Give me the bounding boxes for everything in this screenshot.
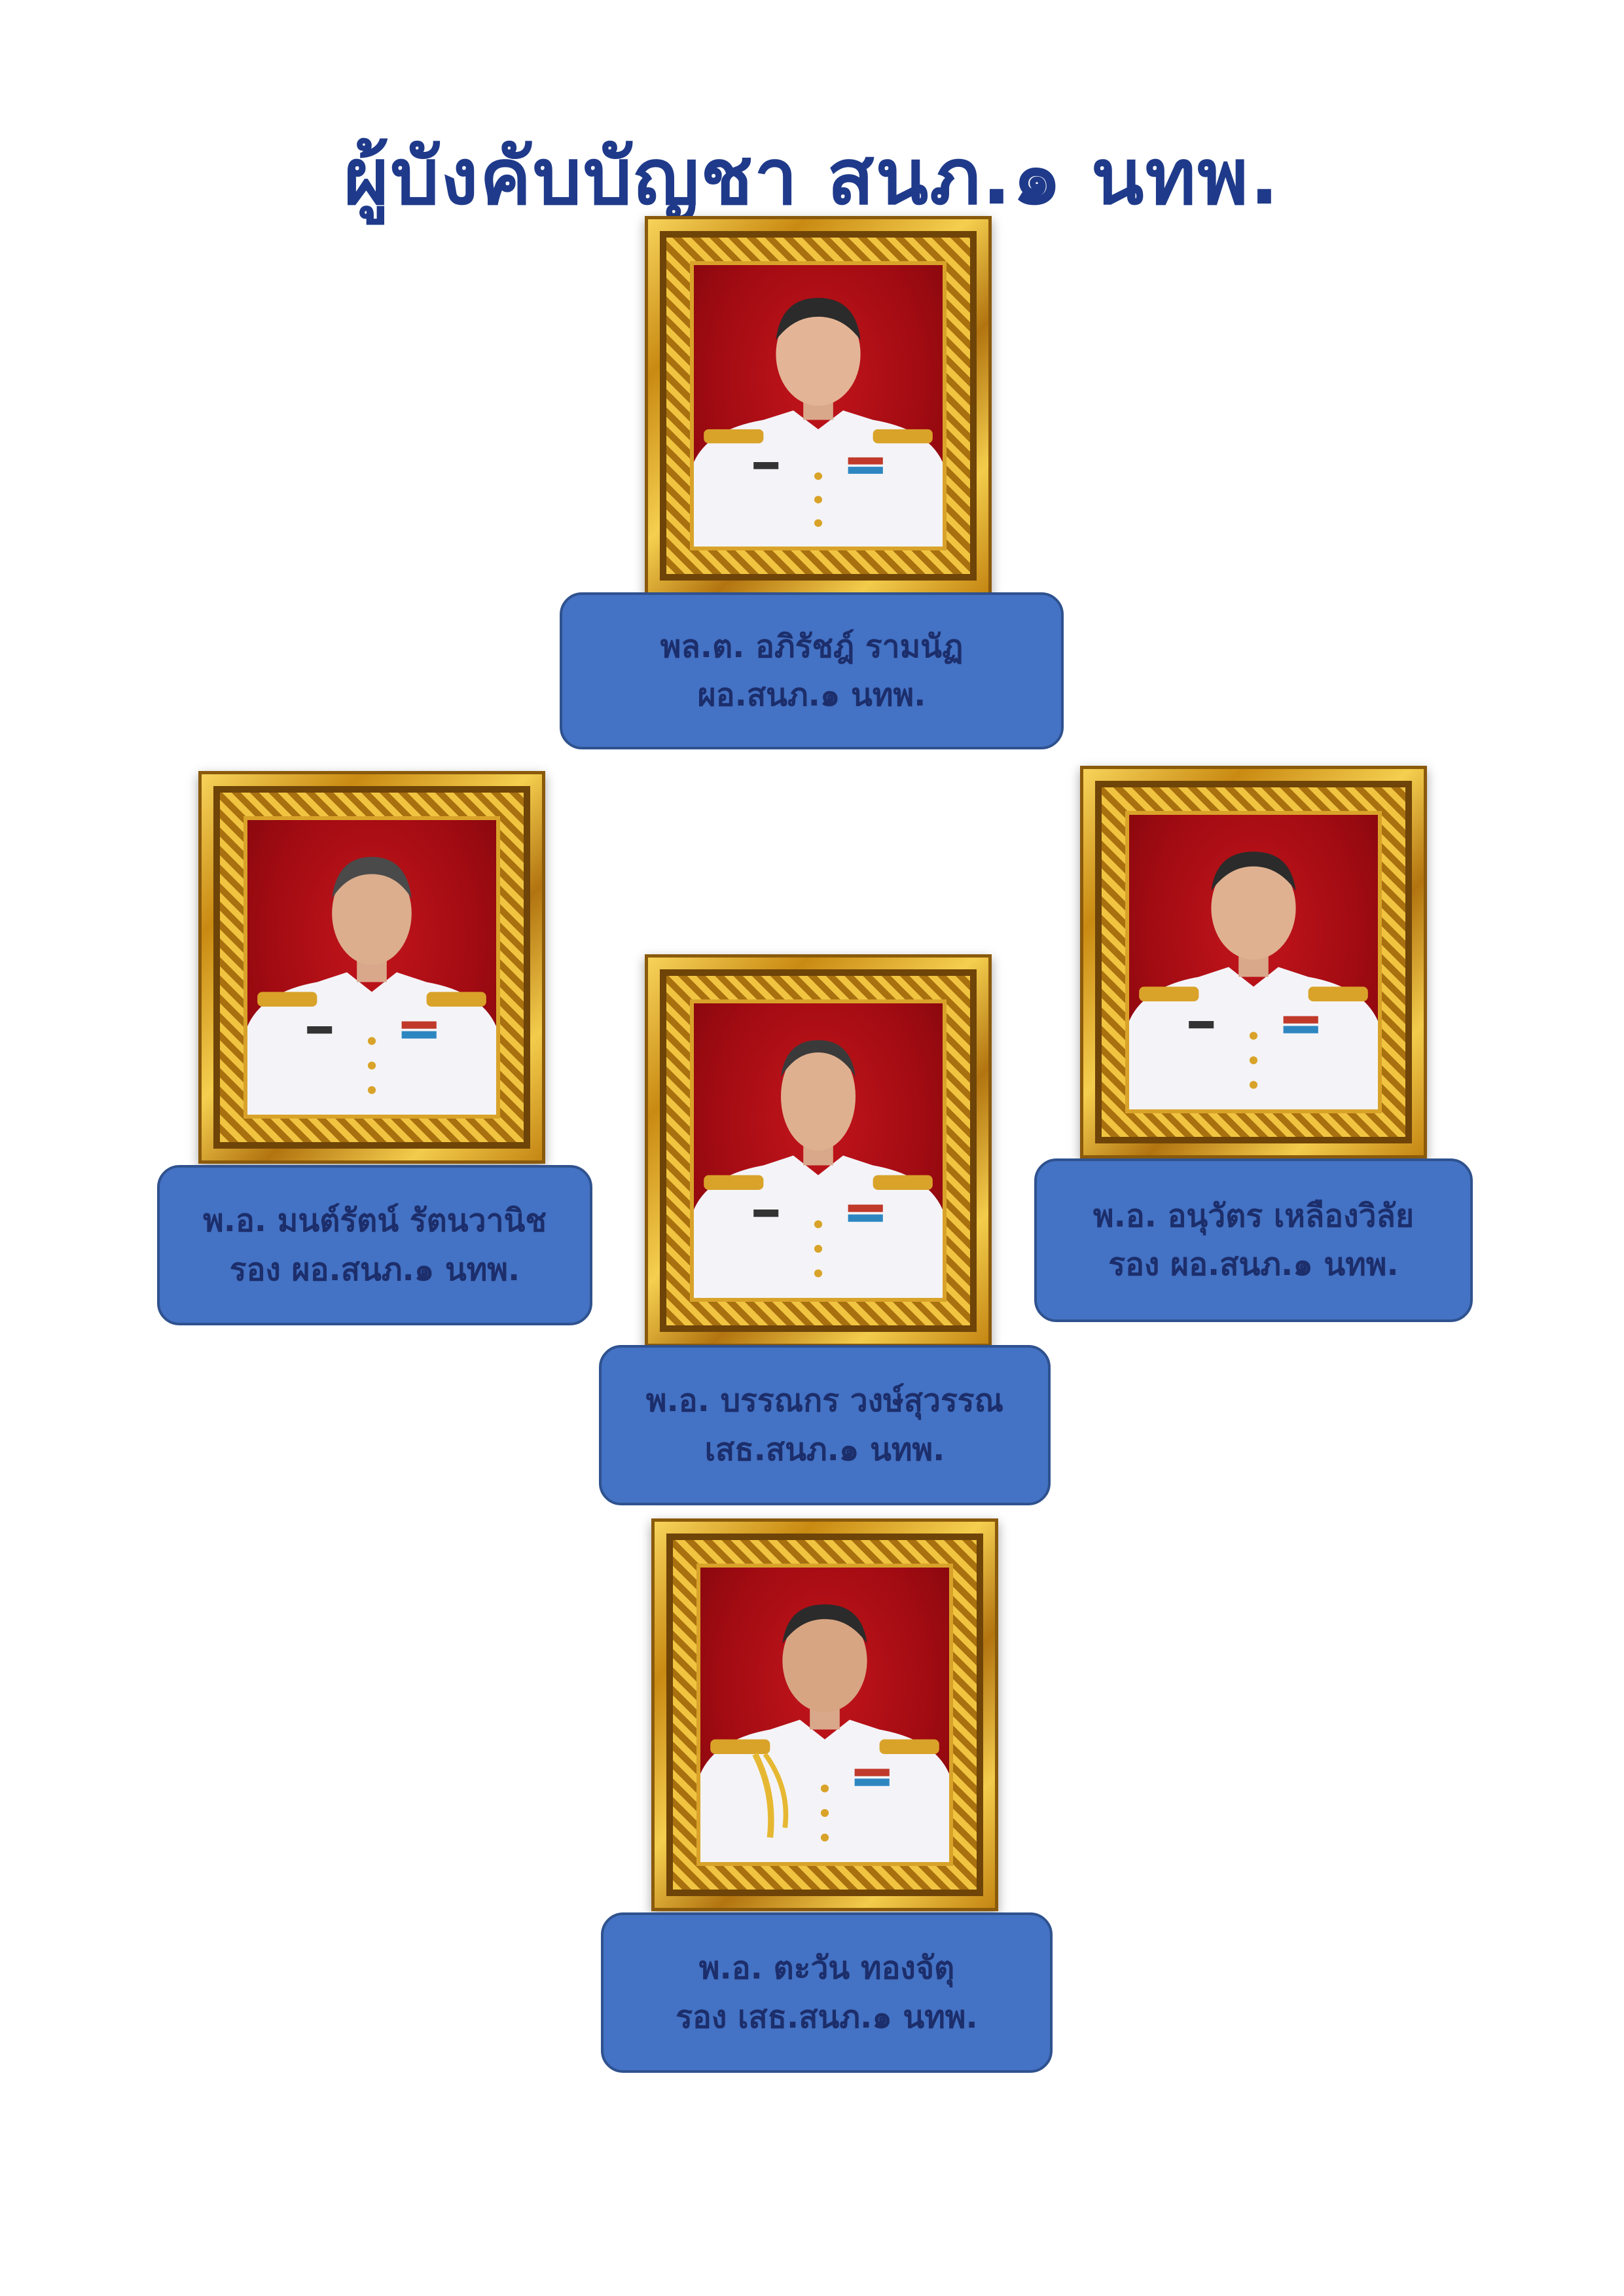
portrait-photo [1125,811,1382,1113]
portrait-photo [690,261,947,550]
caption-deputy-chief-of-staff: พ.อ. ตะวัน ทองจัตุ รอง เสธ.สนภ.๑ นทพ. [601,1912,1053,2073]
portrait-frame-chief-of-staff [645,954,992,1347]
person-name: พ.อ. ตะวัน ทองจัตุ [698,1950,955,1987]
person-name: พ.อ. มนต์รัตน์ รัตนวานิช [203,1202,547,1240]
portrait-frame-deputy-left [198,771,545,1164]
officer-portrait-icon [694,1040,943,1298]
caption-director: พล.ต. อภิรัชฎ์ รามนัฏ ผอ.สนภ.๑ นทพ. [560,592,1064,749]
portrait-frame-deputy-chief-of-staff [651,1518,998,1911]
page-title: ผู้บังคับบัญชา สนภ.๑ นทพ. [344,132,1280,222]
portrait-frame-deputy-right [1080,766,1427,1158]
person-position: ผอ.สนภ.๑ นทพ. [697,677,926,713]
portrait-photo [696,1564,953,1866]
person-name: พ.อ. บรรณกร วงษ์สุวรรณ [645,1382,1004,1420]
portrait-photo [244,816,500,1119]
person-position: เสธ.สนภ.๑ นทพ. [704,1431,945,1468]
officer-portrait-icon [1129,852,1378,1109]
person-name: พล.ต. อภิรัชฎ์ รามนัฏ [660,628,964,665]
caption-chief-of-staff: พ.อ. บรรณกร วงษ์สุวรรณ เสธ.สนภ.๑ นทพ. [599,1345,1051,1505]
caption-deputy-left: พ.อ. มนต์รัตน์ รัตนวานิช รอง ผอ.สนภ.๑ นท… [157,1165,592,1325]
person-position: รอง เสธ.สนภ.๑ นทพ. [676,1998,978,2036]
portrait-frame-director [645,216,992,596]
caption-deputy-right: พ.อ. อนุวัตร เหลืองวิลัย รอง ผอ.สนภ.๑ นท… [1034,1158,1473,1322]
portrait-photo [690,999,947,1302]
officer-portrait-icon [694,298,943,547]
person-position: รอง ผอ.สนภ.๑ นทพ. [229,1251,520,1288]
person-name: พ.อ. อนุวัตร เหลืองวิลัย [1092,1197,1415,1234]
officer-portrait-icon [700,1604,949,1862]
person-position: รอง ผอ.สนภ.๑ นทพ. [1108,1246,1399,1283]
officer-portrait-icon [247,857,496,1115]
